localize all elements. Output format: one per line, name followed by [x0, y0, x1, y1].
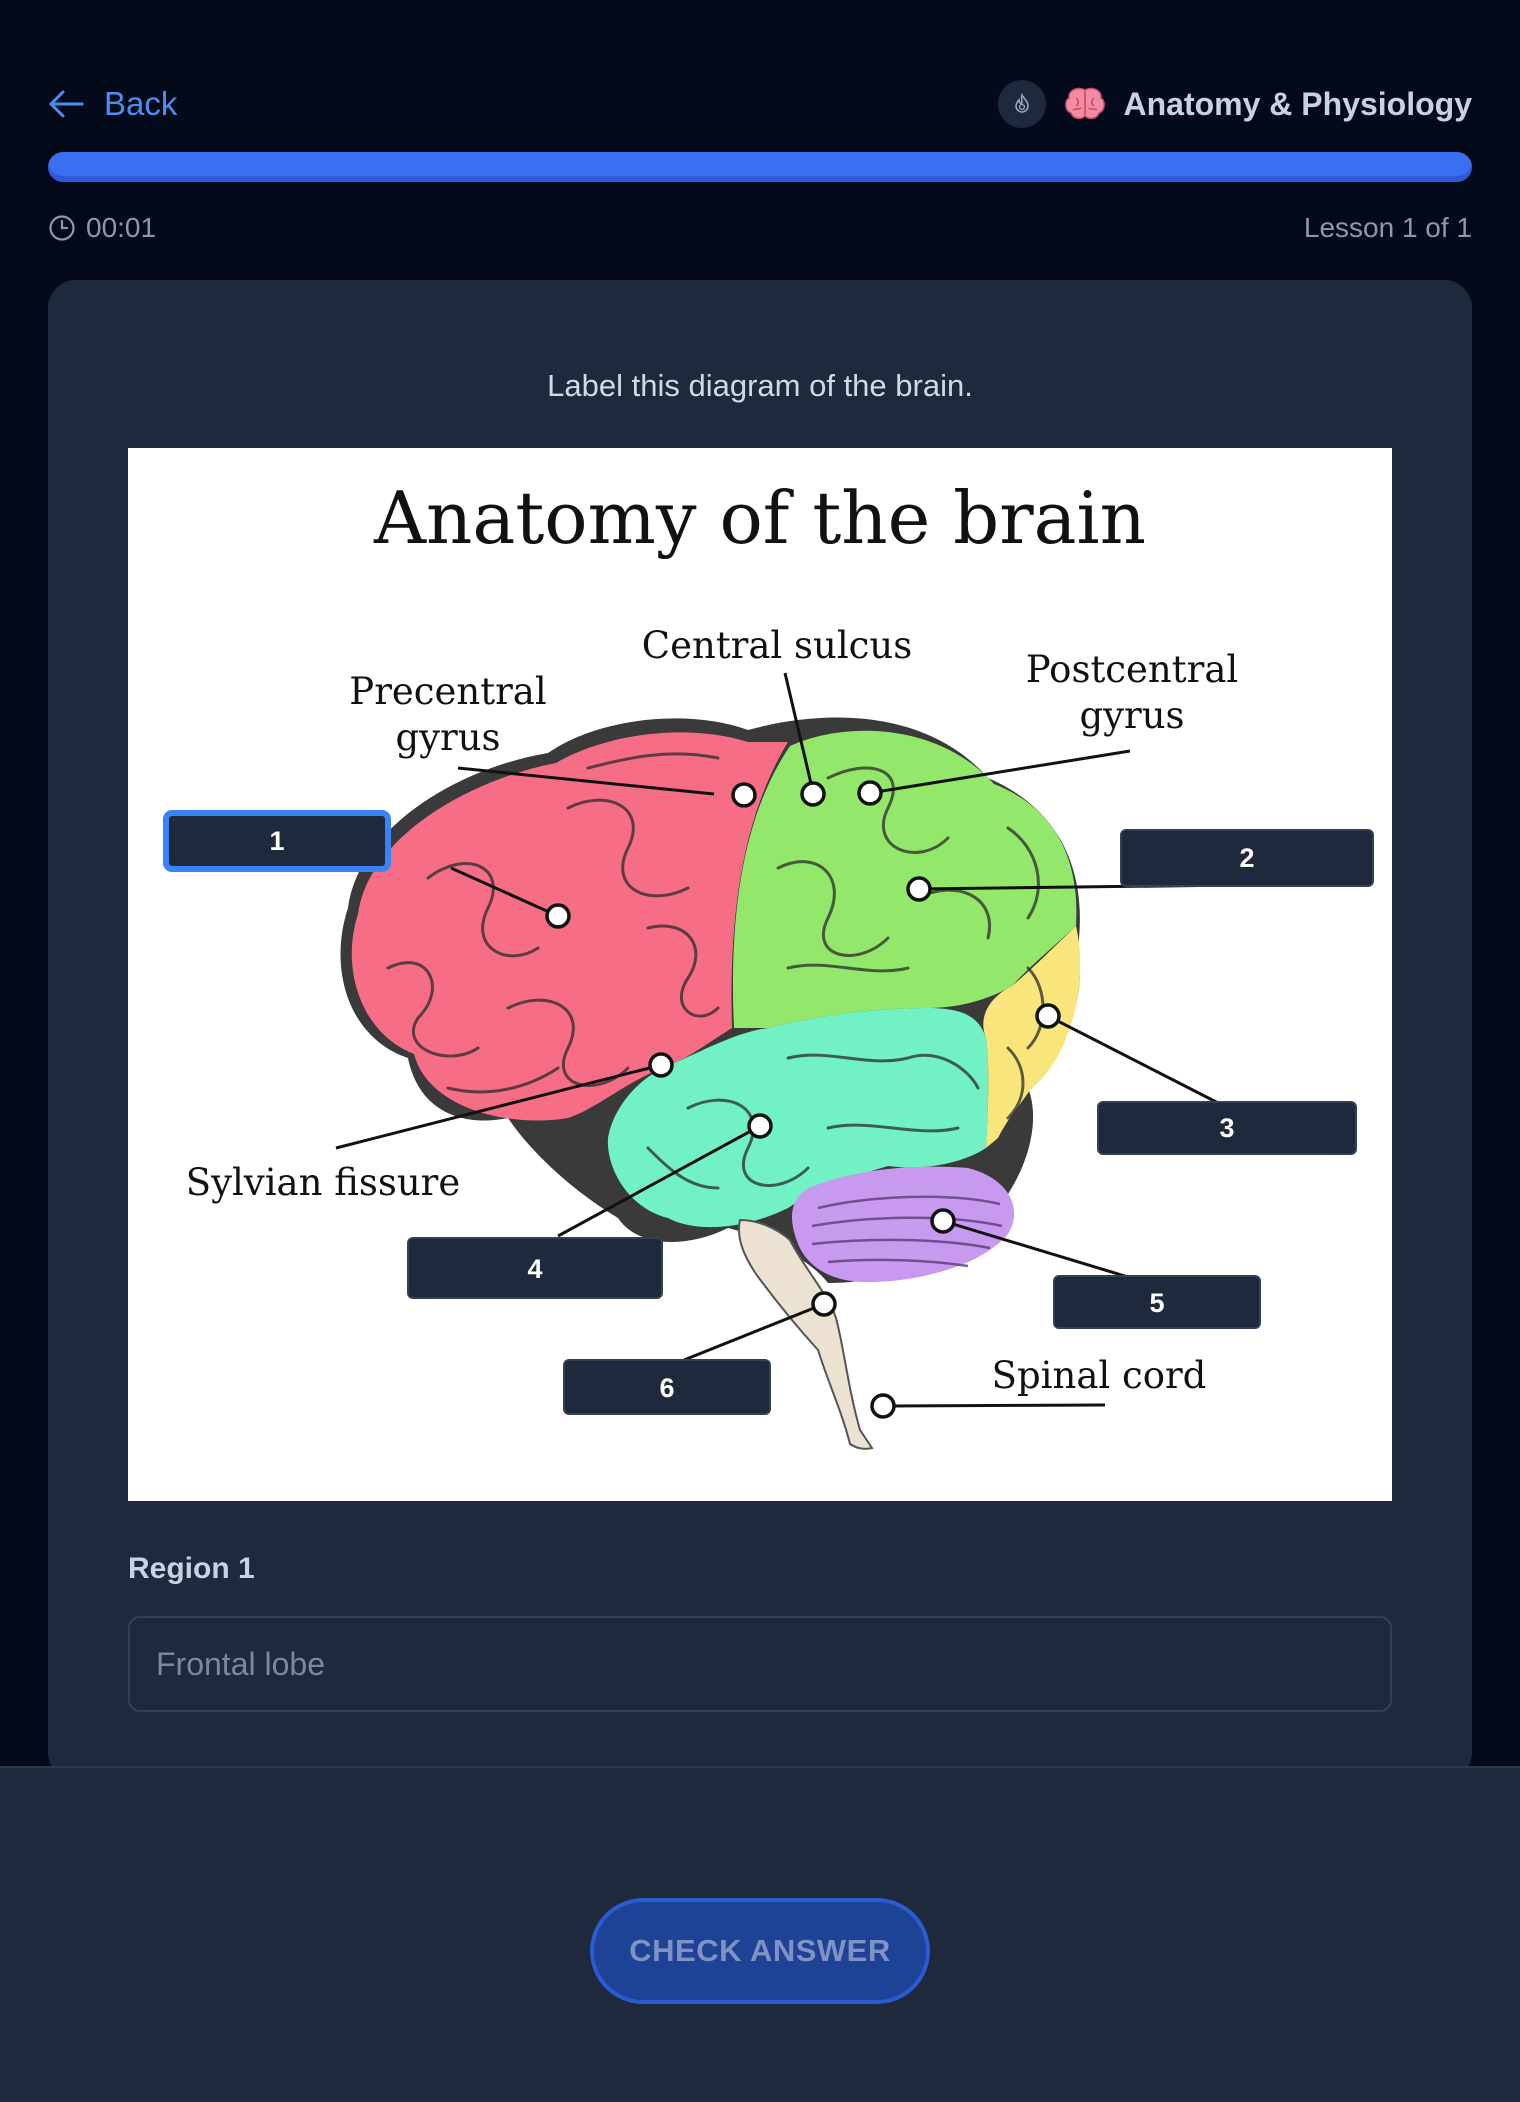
- timer-value: 00:01: [86, 212, 157, 243]
- blank-1-number: 1: [269, 826, 284, 856]
- blank-5[interactable]: 5: [1053, 1275, 1261, 1329]
- question-card: Label this diagram of the brain. Anatomy…: [48, 280, 1472, 1780]
- blank-3-number: 3: [1219, 1113, 1234, 1143]
- back-label: Back: [104, 85, 178, 122]
- lesson-counter: Lesson 1 of 1: [1303, 212, 1472, 243]
- course-title: Anatomy & Physiology: [1123, 85, 1473, 122]
- top-bar: Back Anatomy & Physiology: [48, 80, 1472, 128]
- blank-5-number: 5: [1149, 1288, 1164, 1318]
- blank-6[interactable]: 6: [563, 1359, 771, 1415]
- blank-1[interactable]: 1: [163, 810, 391, 872]
- label-postcentral-line1: Postcentral: [1026, 648, 1238, 691]
- blank-4-number: 4: [527, 1254, 542, 1284]
- occipital-lobe: [983, 926, 1081, 1148]
- temporal-lobe: [607, 1008, 989, 1228]
- clock-icon: [49, 215, 75, 241]
- label-precentral-line2: gyrus: [395, 716, 500, 759]
- cerebellum: [792, 1166, 1015, 1283]
- diagram-title: Anatomy of the brain: [373, 476, 1146, 560]
- brain-diagram: Anatomy of the brain: [128, 448, 1392, 1501]
- question-prompt: Label this diagram of the brain.: [547, 368, 973, 403]
- blank-3[interactable]: 3: [1097, 1101, 1357, 1155]
- timer: 00:01: [48, 210, 156, 246]
- blank-2-number: 2: [1239, 843, 1254, 873]
- brain-icon: [1064, 87, 1105, 120]
- cerebellum-texture: [811, 1195, 1003, 1268]
- label-postcentral-line2: gyrus: [1079, 694, 1184, 737]
- region-label: Region 1: [128, 1552, 255, 1585]
- label-central-sulcus: Central sulcus: [642, 624, 912, 667]
- back-button[interactable]: Back: [48, 80, 177, 128]
- brainstem: [738, 1218, 874, 1450]
- flame-icon[interactable]: [997, 80, 1046, 128]
- lesson-progress-fill: [48, 152, 1472, 182]
- frontal-lobe: [351, 732, 788, 1121]
- blank-2[interactable]: 2: [1120, 829, 1374, 887]
- label-sylvian-fissure: Sylvian fissure: [186, 1161, 461, 1204]
- blank-6-number: 6: [659, 1373, 674, 1403]
- region-answer-input[interactable]: [128, 1616, 1392, 1712]
- blank-4[interactable]: 4: [407, 1237, 663, 1299]
- label-spinal-cord: Spinal cord: [992, 1354, 1207, 1397]
- lesson-progress-bar: [48, 152, 1472, 182]
- arrow-left-icon: [49, 90, 84, 118]
- callout-dots: [545, 780, 1061, 1419]
- leader-lines: [335, 672, 1239, 1408]
- check-answer-button[interactable]: CHECK ANSWER: [590, 1898, 930, 2004]
- footer-bar: CHECK ANSWER: [0, 1766, 1520, 2102]
- label-precentral-line1: Precentral: [349, 670, 546, 713]
- course-header: Anatomy & Physiology: [997, 80, 1473, 128]
